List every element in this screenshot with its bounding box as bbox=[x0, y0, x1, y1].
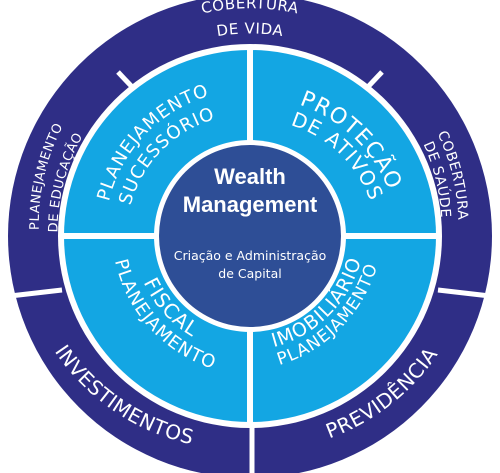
core-title-line2: Management bbox=[183, 192, 318, 217]
core-subtitle-line2: de Capital bbox=[218, 266, 281, 281]
core-circle bbox=[159, 145, 341, 327]
outer-label-vida-2: DE VIDA bbox=[215, 19, 284, 40]
core-subtitle-line1: Criação e Administração bbox=[174, 248, 327, 263]
core-title-line1: Wealth bbox=[214, 164, 286, 189]
